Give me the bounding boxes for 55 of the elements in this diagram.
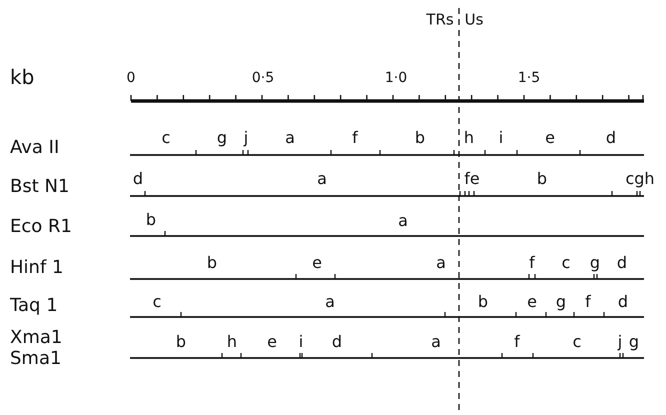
region-label: Us bbox=[464, 12, 484, 28]
fragment-letter: a bbox=[325, 294, 335, 310]
enzyme-name: Xma1 bbox=[10, 329, 62, 347]
fragment-letter: a bbox=[317, 171, 327, 187]
fragment-letter: a bbox=[436, 255, 446, 271]
fragment-letter: i bbox=[498, 130, 504, 146]
fragment-letter: c bbox=[562, 255, 570, 271]
fragment-letter: j bbox=[618, 334, 622, 350]
scale-number: 1·0 bbox=[384, 71, 408, 85]
fragment-letter: f bbox=[514, 334, 520, 350]
enzyme-name: Eco R1 bbox=[10, 218, 72, 236]
fragment-letter: g bbox=[628, 334, 640, 350]
fragment-letter: e bbox=[545, 130, 555, 146]
fragment-letter: a bbox=[398, 213, 408, 229]
fragment-letter: g bbox=[216, 130, 228, 146]
fragment-letter: c bbox=[162, 130, 170, 146]
fragment-letter: d bbox=[606, 130, 616, 146]
scale-number: 1·5 bbox=[518, 71, 540, 85]
enzyme-name: Hinf 1 bbox=[10, 259, 64, 277]
fragment-letter: b bbox=[536, 171, 548, 187]
fragment-letter: b bbox=[206, 255, 218, 271]
fragment-letter: f bbox=[352, 130, 358, 146]
fragment-letter: d bbox=[616, 255, 628, 271]
fragment-letter: b bbox=[176, 334, 186, 350]
fragment-letter: c bbox=[572, 334, 582, 350]
fragment-letter: b bbox=[414, 130, 426, 146]
fragment-letter: d bbox=[618, 294, 628, 310]
fragment-letter: i bbox=[298, 334, 304, 350]
fragment-letter: e bbox=[527, 294, 537, 310]
enzyme-name: Sma1 bbox=[10, 350, 62, 368]
fragment-letter: a bbox=[431, 334, 441, 350]
fragment-letter: d bbox=[132, 171, 144, 187]
fragment-letter: e bbox=[267, 334, 277, 350]
fragment-letter: c bbox=[152, 294, 162, 310]
fragment-letter: b bbox=[146, 212, 156, 228]
fragment-letter: a bbox=[285, 130, 295, 146]
fragment-letter: f bbox=[585, 294, 591, 310]
fragment-letter: e bbox=[312, 255, 322, 271]
fragment-letter: f bbox=[529, 255, 535, 271]
enzyme-name: Taq 1 bbox=[10, 297, 58, 315]
fragment-letter: h bbox=[464, 130, 474, 146]
fragment-letter: j bbox=[244, 130, 248, 146]
enzyme-name: Ava II bbox=[10, 139, 60, 157]
fragment-letter: b bbox=[478, 294, 488, 310]
region-label: TRs bbox=[426, 12, 454, 28]
fragment-letter: g bbox=[590, 255, 600, 271]
fragment-letter: d bbox=[332, 334, 342, 350]
enzyme-name: Bst N1 bbox=[10, 178, 70, 196]
fragment-letter: h bbox=[226, 334, 238, 350]
fragment-letter: fe bbox=[464, 171, 480, 187]
unit-label: kb bbox=[10, 67, 34, 87]
scale-number: 0 bbox=[126, 71, 136, 85]
scale-number: 0·5 bbox=[252, 71, 274, 85]
fragment-letter: cgh bbox=[625, 171, 655, 187]
fragment-letter: g bbox=[556, 294, 566, 310]
